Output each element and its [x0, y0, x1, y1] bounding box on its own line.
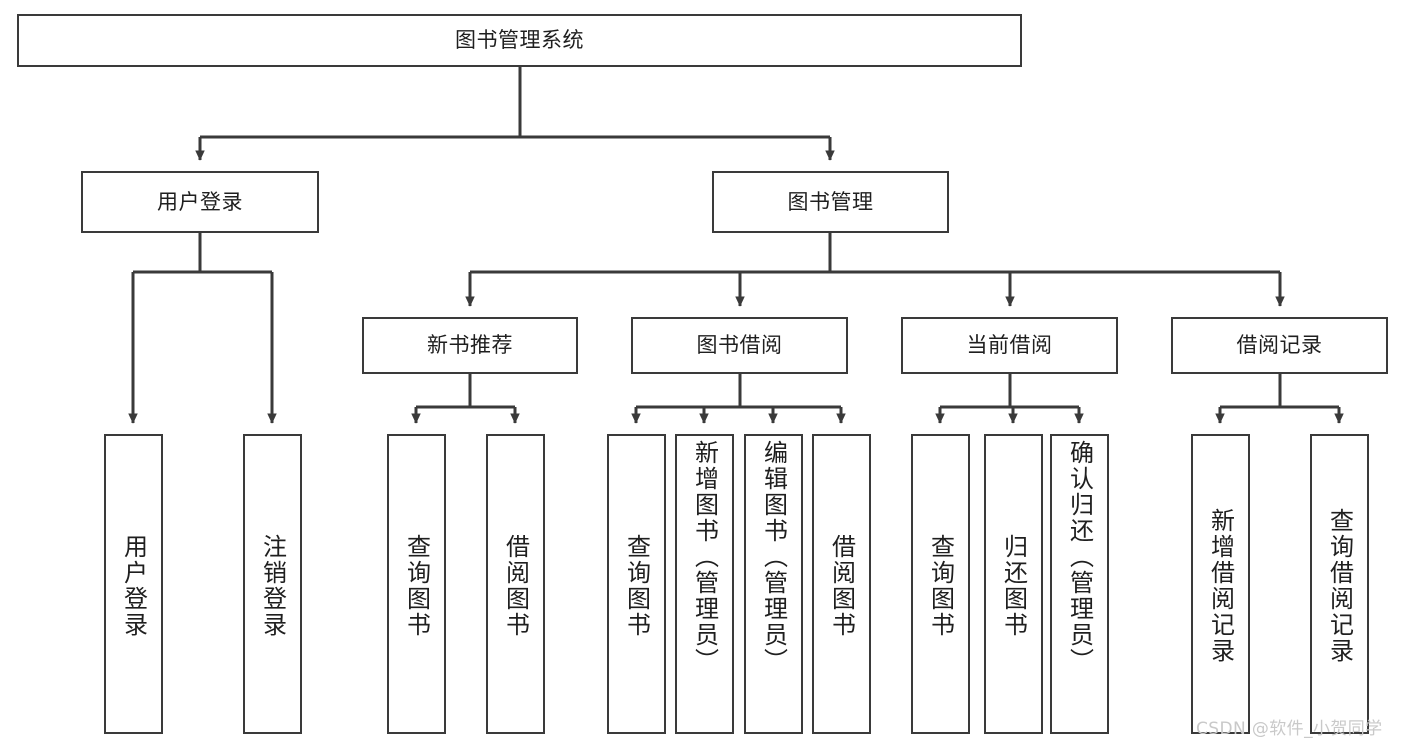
node-book-manage[interactable]: 图书管理 [712, 171, 949, 233]
node-root-label: 图书管理系统 [455, 28, 584, 53]
node-borrow-record[interactable]: 借阅记录 [1171, 317, 1388, 374]
node-leaf-return-book-label: 归还图书 [999, 534, 1028, 638]
node-leaf-add-book-admin[interactable]: 新增图书（管理员） [675, 434, 734, 734]
node-leaf-edit-book-admin-label: 编辑图书（管理员） [759, 440, 788, 674]
node-leaf-logout-label: 注销登录 [258, 534, 287, 638]
node-user-login-label: 用户登录 [157, 189, 243, 214]
node-leaf-query-book-1[interactable]: 查询图书 [387, 434, 446, 734]
node-leaf-add-borrow-record-label: 新增借阅记录 [1206, 508, 1235, 664]
node-leaf-query-borrow-record-label: 查询借阅记录 [1325, 508, 1354, 664]
node-leaf-query-book-3[interactable]: 查询图书 [911, 434, 970, 734]
node-book-borrow[interactable]: 图书借阅 [631, 317, 848, 374]
node-leaf-query-book-3-label: 查询图书 [926, 534, 955, 638]
node-user-login[interactable]: 用户登录 [81, 171, 319, 233]
node-leaf-logout[interactable]: 注销登录 [243, 434, 302, 734]
node-leaf-borrow-book-2-label: 借阅图书 [827, 534, 856, 638]
node-leaf-borrow-book-1[interactable]: 借阅图书 [486, 434, 545, 734]
node-leaf-user-login[interactable]: 用户登录 [104, 434, 163, 734]
node-borrow-record-label: 借阅记录 [1236, 333, 1323, 358]
csdn-watermark: CSDN @软件_小贺同学 [1196, 719, 1383, 739]
node-leaf-query-book-1-label: 查询图书 [402, 534, 431, 638]
node-new-book-recommend[interactable]: 新书推荐 [362, 317, 578, 374]
node-leaf-edit-book-admin[interactable]: 编辑图书（管理员） [744, 434, 803, 734]
node-leaf-borrow-book-1-label: 借阅图书 [501, 534, 530, 638]
node-leaf-add-borrow-record[interactable]: 新增借阅记录 [1191, 434, 1250, 734]
node-leaf-add-book-admin-label: 新增图书（管理员） [690, 440, 719, 674]
node-leaf-user-login-label: 用户登录 [119, 534, 148, 638]
node-leaf-query-book-2-label: 查询图书 [622, 534, 651, 638]
node-book-manage-label: 图书管理 [787, 189, 874, 214]
node-root[interactable]: 图书管理系统 [17, 14, 1022, 67]
node-leaf-confirm-return-admin-label: 确认归还（管理员） [1065, 440, 1094, 674]
node-leaf-query-borrow-record[interactable]: 查询借阅记录 [1310, 434, 1369, 734]
node-current-borrow[interactable]: 当前借阅 [901, 317, 1118, 374]
node-leaf-return-book[interactable]: 归还图书 [984, 434, 1043, 734]
node-book-borrow-label: 图书借阅 [696, 333, 783, 358]
node-leaf-confirm-return-admin[interactable]: 确认归还（管理员） [1050, 434, 1109, 734]
node-leaf-borrow-book-2[interactable]: 借阅图书 [812, 434, 871, 734]
node-new-book-recommend-label: 新书推荐 [427, 333, 513, 358]
node-leaf-query-book-2[interactable]: 查询图书 [607, 434, 666, 734]
node-current-borrow-label: 当前借阅 [966, 333, 1053, 358]
